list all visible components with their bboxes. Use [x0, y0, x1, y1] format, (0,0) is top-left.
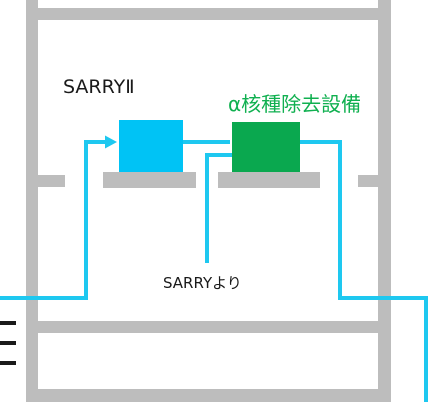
- pipe-inlet: [0, 140, 106, 300]
- floor-stub-right: [358, 175, 378, 187]
- roof-slab: [26, 8, 391, 20]
- alpha-removal-label: α核種除去設備: [228, 92, 362, 116]
- inlet-arrowhead: [105, 135, 117, 149]
- stairs-icon: [0, 321, 16, 365]
- alpha-base: [218, 172, 320, 188]
- floor-stub-left: [38, 175, 65, 187]
- outer-wall-right: [378, 0, 391, 402]
- alpha-removal-unit: [232, 122, 300, 172]
- pipes: [0, 140, 428, 402]
- outer-wall-left: [26, 0, 38, 402]
- sarry2-unit: [119, 120, 183, 172]
- ground-slab: [26, 389, 391, 402]
- building-walls: [26, 0, 391, 402]
- pipe-outlet: [300, 140, 428, 402]
- sarry2-base: [103, 172, 196, 188]
- from-sarry-label: SARRYより: [163, 274, 242, 292]
- sarry2-label: SARRYⅡ: [63, 76, 135, 98]
- pipe-from-sarry: [205, 153, 232, 263]
- basement-slab: [26, 321, 391, 333]
